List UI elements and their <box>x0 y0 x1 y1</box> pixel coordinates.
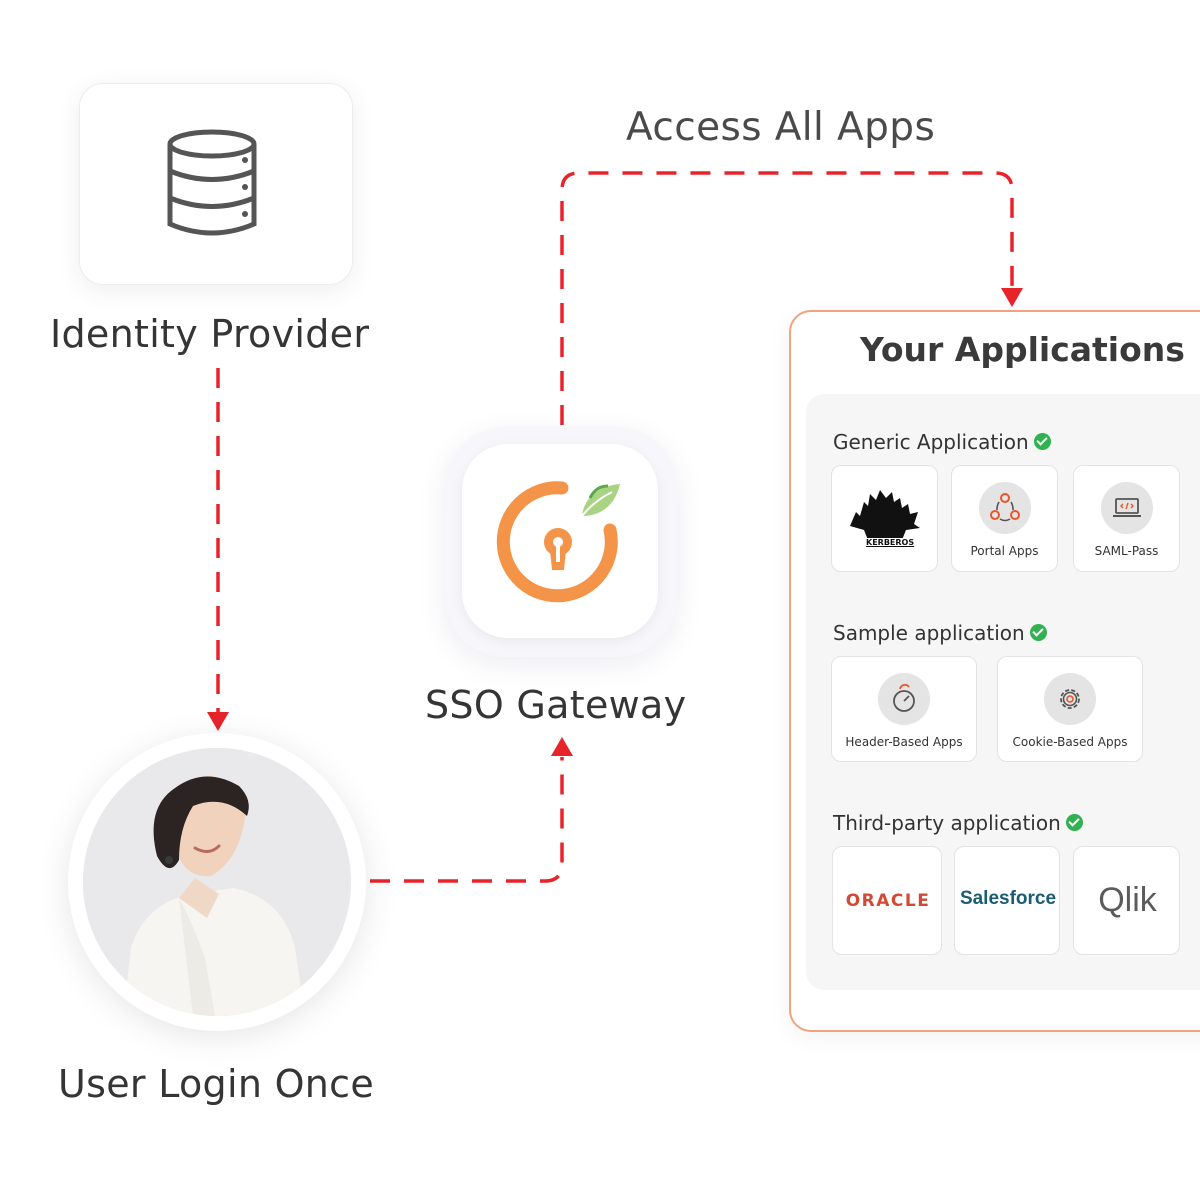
qlik-logo: Qlik <box>1098 881 1157 919</box>
check-circle-icon <box>1029 624 1047 641</box>
gauge-lock-icon <box>878 673 930 725</box>
access-all-apps-label: Access All Apps <box>626 105 936 150</box>
applications-panel-title: Your Applications <box>860 330 1185 369</box>
app-tile-oracle[interactable]: ORACLE <box>832 846 942 955</box>
user-portrait-image <box>83 748 351 1016</box>
arrow-down-to-user <box>207 712 229 731</box>
section-title-sample: Sample application <box>833 621 1047 645</box>
section-title-generic: Generic Application <box>833 430 1051 454</box>
gear-icon <box>1044 673 1096 725</box>
oracle-logo: ORACLE <box>845 891 931 911</box>
user-avatar <box>83 748 351 1016</box>
salesforce-logo: Salesforce <box>959 888 1057 909</box>
sso-gateway-label: SSO Gateway <box>425 683 687 727</box>
user-login-once-label: User Login Once <box>58 1062 375 1106</box>
app-tile-saml-pass[interactable]: SAML-Pass <box>1073 465 1180 572</box>
laptop-code-icon <box>1101 482 1153 534</box>
section-title-third-party: Third-party application <box>833 811 1083 835</box>
portal-apps-icon <box>979 482 1031 534</box>
check-circle-icon <box>1033 433 1051 450</box>
identity-provider-card <box>79 83 353 285</box>
gateway-to-apps-connector <box>560 171 1014 425</box>
header-based-apps-label: Header-Based Apps <box>845 735 963 749</box>
check-circle-icon <box>1065 814 1083 831</box>
database-icon <box>167 129 257 236</box>
section-title-generic-text: Generic Application <box>833 430 1029 454</box>
section-title-third-party-text: Third-party application <box>833 811 1061 835</box>
user-to-gateway-connector <box>370 757 564 883</box>
arrow-up-to-gateway <box>551 737 573 756</box>
sso-lock-logo-icon <box>496 481 620 603</box>
identity-provider-label: Identity Provider <box>50 312 370 356</box>
portal-apps-label: Portal Apps <box>970 544 1039 558</box>
saml-pass-label: SAML-Pass <box>1094 544 1159 558</box>
app-tile-salesforce[interactable]: Salesforce <box>954 846 1060 955</box>
arrow-down-to-apps <box>1001 288 1023 307</box>
app-tile-qlik[interactable]: Qlik <box>1073 846 1180 955</box>
cookie-based-apps-label: Cookie-Based Apps <box>1012 735 1128 749</box>
kerberos-logo-text: KERBEROS <box>866 538 915 547</box>
kerberos-logo-icon <box>850 490 920 547</box>
app-tile-cookie-based[interactable]: Cookie-Based Apps <box>997 656 1143 762</box>
app-tile-portal-apps[interactable]: Portal Apps <box>951 465 1058 572</box>
section-title-sample-text: Sample application <box>833 621 1025 645</box>
app-tile-header-based[interactable]: Header-Based Apps <box>831 656 977 762</box>
app-tile-kerberos[interactable]: KERBEROS <box>831 465 938 572</box>
